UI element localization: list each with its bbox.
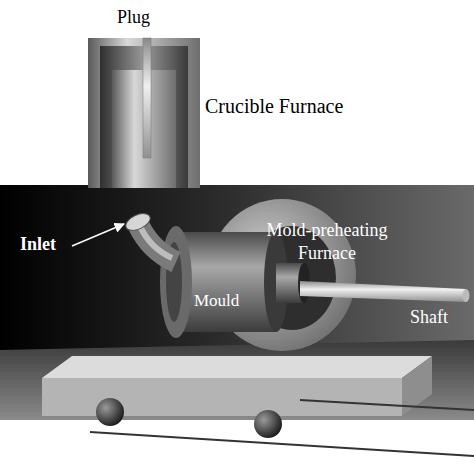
inlet-highlight xyxy=(140,226,172,258)
part-label: Mold-preheating Furnace xyxy=(256,219,398,264)
inlet-mouth xyxy=(123,210,152,234)
part-label: Crucible Furnace xyxy=(205,94,343,119)
rail xyxy=(90,432,474,456)
wheel xyxy=(96,398,124,426)
trolley-top xyxy=(42,356,432,378)
part-label: Shaft xyxy=(410,306,448,329)
chamber-wall xyxy=(0,185,474,420)
shaft-end xyxy=(463,289,470,302)
rail xyxy=(300,400,474,410)
inlet-leader xyxy=(72,224,124,246)
wheel xyxy=(254,410,282,438)
plug-rod xyxy=(143,38,151,158)
crucible-outer xyxy=(88,38,200,188)
inlet-pipe xyxy=(138,224,176,262)
part-label: Mould xyxy=(194,290,239,311)
part-label: Plug xyxy=(117,6,150,29)
chamber-floor xyxy=(0,340,474,420)
shaft-rod xyxy=(300,281,466,302)
part-label: Inlet xyxy=(20,233,56,256)
trolley-front xyxy=(42,378,402,416)
